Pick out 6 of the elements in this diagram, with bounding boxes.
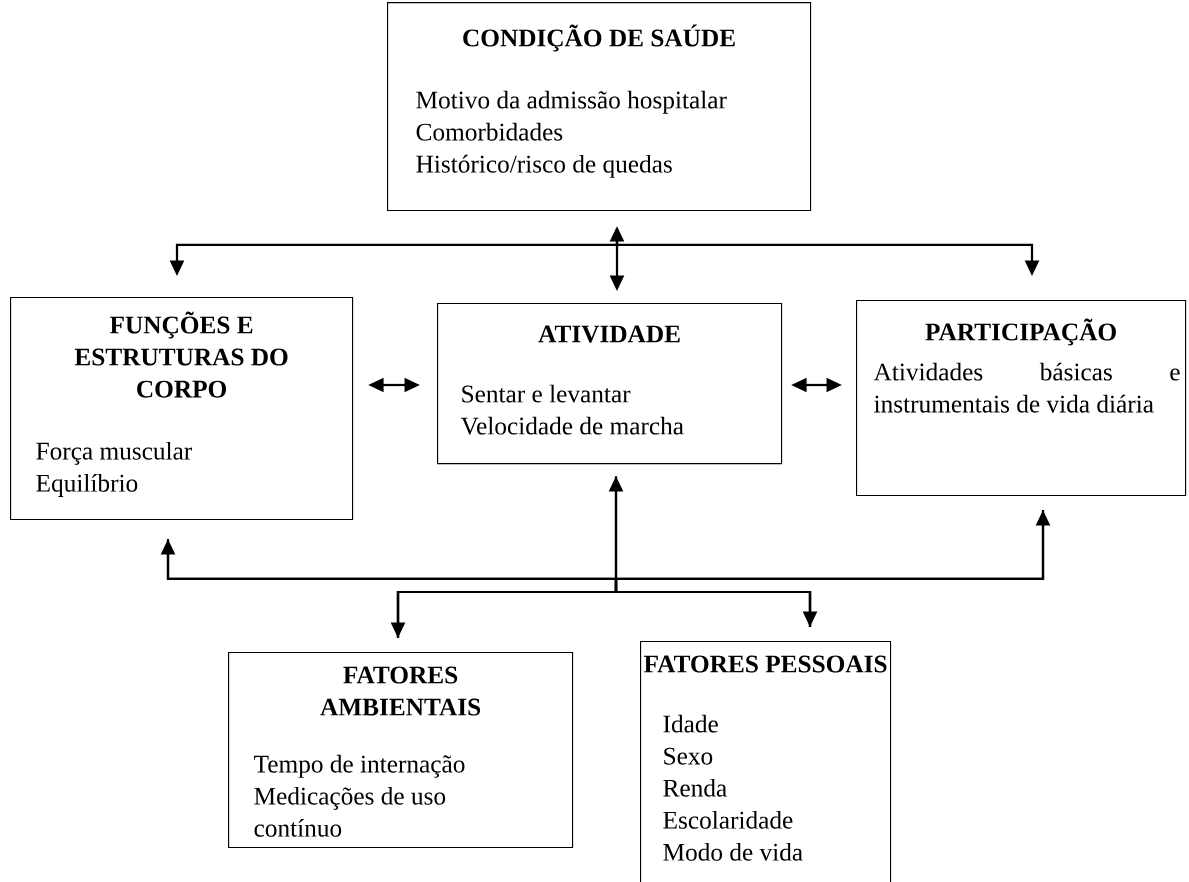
text-box: FATORES PESSOAIS Idade Sexo Renda Escolaridade Modo de vida — [640, 641, 892, 882]
text-box: ATIVIDADE Sentar e levantar Velocidade de marcha — [437, 303, 783, 465]
text-box: FUNÇÕES E ESTRUTURAS DO CORPO Força muscular Equilíbrio — [10, 297, 354, 521]
text-box: CONDIÇÃO DE SAÚDE Motivo da admissão hospitalar Comorbidades Histórico/risco de quedas — [387, 2, 812, 212]
text-box: PARTICIPAÇÃO Atividades básicas e instrumentais de vida diária — [856, 300, 1187, 497]
text-box: FATORES AMBIENTAIS Tempo de internação Medicações de uso contínuo — [228, 652, 574, 849]
